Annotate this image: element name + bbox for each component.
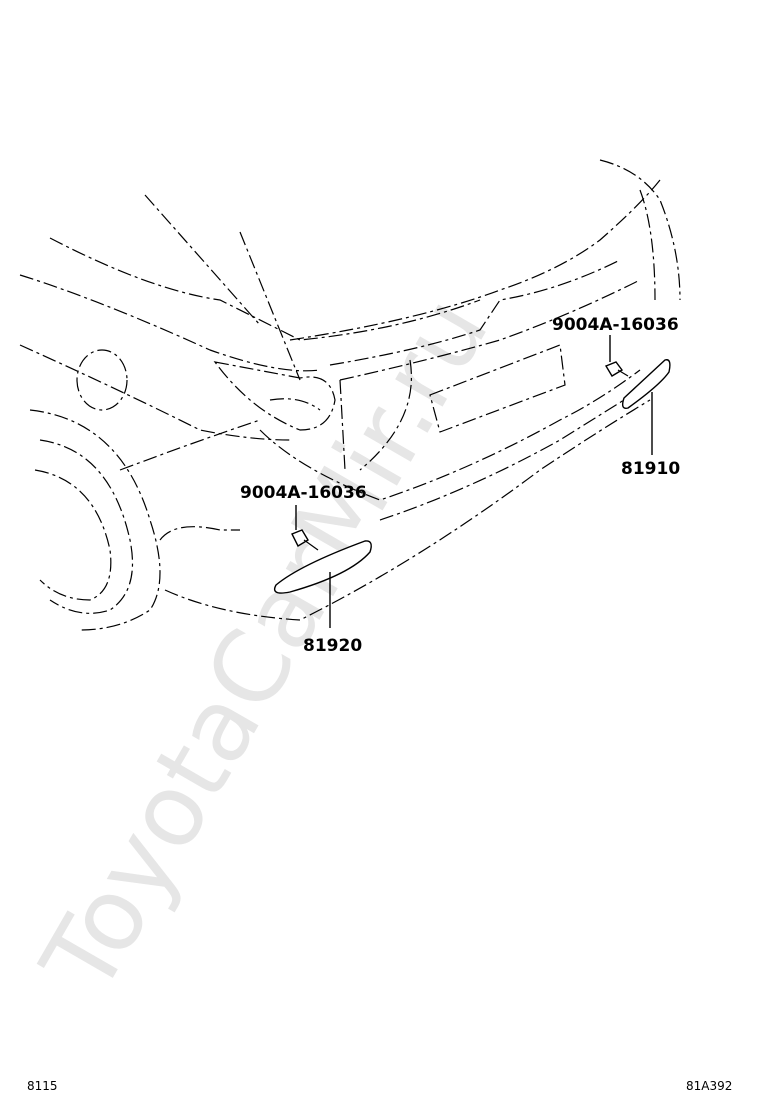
bolt-lower[interactable]: [291, 505, 319, 551]
page-ref-left: 8115: [27, 1079, 58, 1093]
spoiler-line-2: [339, 279, 641, 381]
tail-lamp-inner: [269, 398, 321, 411]
roof-line: [19, 274, 321, 372]
bumper-bottom: [164, 399, 651, 621]
license-plate-recess: [429, 344, 566, 433]
vehicle-outline: [19, 159, 681, 631]
watermark-text: ToyotaCarMir.ru: [19, 277, 511, 1012]
reflector-81910-body: [621, 359, 671, 409]
wheel-arch-inner-2: [34, 469, 112, 601]
rear-pillar: [144, 194, 261, 326]
spoiler-line: [329, 259, 621, 366]
watermark-group: ToyotaCarMir.ru: [19, 277, 511, 1012]
trunk-lid-line: [49, 237, 481, 341]
wheel-arch-outer: [29, 409, 161, 631]
tail-lamp-outline: [213, 361, 336, 431]
bolt-upper[interactable]: [604, 335, 629, 377]
upper-body-right-2: [639, 189, 656, 301]
rear-pillar-2: [239, 231, 301, 381]
reflector-81920[interactable]: [273, 540, 372, 628]
bumper-corner: [159, 526, 240, 541]
callout-bolt-upper: 9004A-16036: [552, 315, 679, 335]
body-mid-line: [339, 379, 346, 471]
body-side-line: [19, 344, 291, 441]
bumper-lower: [379, 389, 641, 521]
reflector-81920-body: [273, 540, 372, 594]
upper-body-right: [599, 159, 681, 301]
wheel-arch-inner: [39, 439, 134, 614]
callout-reflector-81920: 81920: [303, 636, 362, 656]
page-ref-right: 81A392: [686, 1079, 732, 1093]
fuel-door: [76, 349, 128, 411]
bolt-lower-shank: [303, 539, 319, 551]
bolt-upper-shank: [617, 369, 629, 377]
callout-reflector-81910: 81910: [621, 459, 680, 479]
callout-bolt-lower: 9004A-16036: [240, 483, 367, 503]
reflector-81910[interactable]: [621, 359, 671, 455]
bolt-lower-head: [291, 529, 309, 547]
body-side-line-2: [119, 419, 261, 471]
trunk-edge: [359, 359, 412, 471]
bolt-upper-head: [604, 361, 624, 377]
